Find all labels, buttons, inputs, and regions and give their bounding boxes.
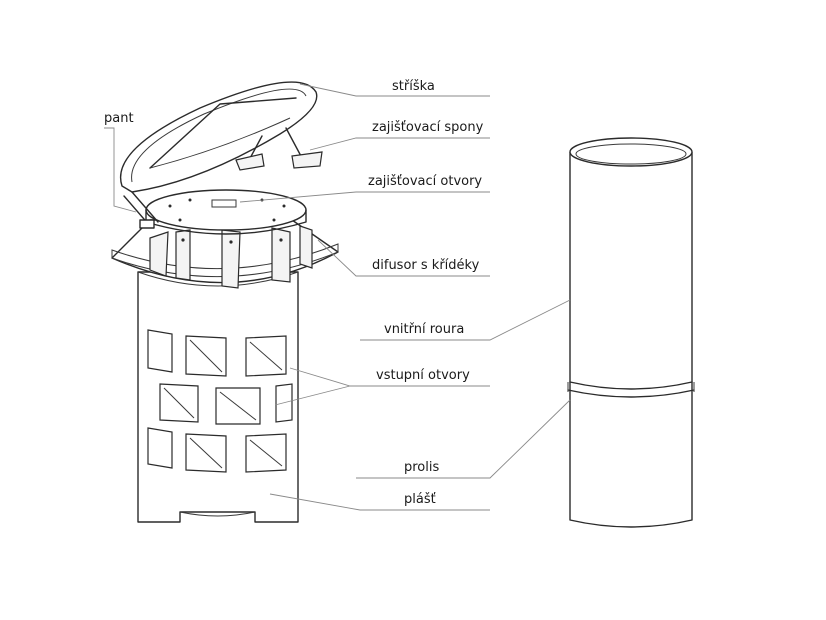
- chimney-cap-assembly: [111, 81, 339, 523]
- label-plast: plášť: [404, 492, 436, 507]
- label-difusor: difusor s křídéky: [372, 258, 480, 273]
- cap: [120, 81, 318, 193]
- securing-slot: [211, 199, 237, 208]
- leader-lines: [104, 83, 571, 511]
- securing-clips: [235, 127, 323, 171]
- labels: stříška zajišťovací spony pant zajišťova…: [104, 79, 484, 507]
- label-vnitrni-roura: vnitřní roura: [384, 322, 464, 337]
- label-zajistovaci-spony: zajišťovací spony: [372, 120, 484, 135]
- intake-openings: [147, 329, 293, 473]
- label-prolis: prolis: [404, 460, 439, 475]
- label-striska: stříška: [392, 79, 435, 94]
- inner-pipe: [567, 137, 695, 528]
- hinge: [123, 191, 159, 229]
- label-vstupni-otvory: vstupní otvory: [376, 368, 470, 383]
- label-zajistovaci-otvory: zajišťovací otvory: [368, 174, 482, 189]
- label-pant: pant: [104, 111, 134, 126]
- diffuser: [111, 219, 339, 289]
